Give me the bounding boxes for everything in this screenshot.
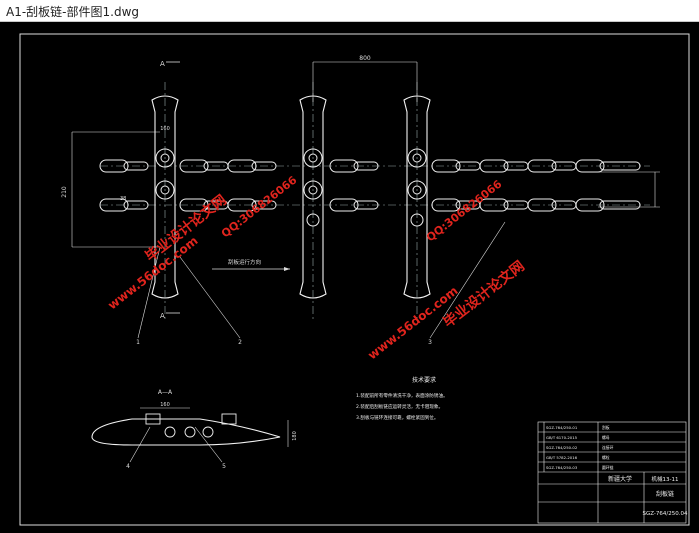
window-titlebar: A1-刮板链-部件图1.dwg xyxy=(0,0,699,22)
flow-arrow-icon xyxy=(284,267,290,271)
tb-row-code: GB/T 6170-2015 xyxy=(546,435,578,440)
dim-section-width: 160 xyxy=(160,402,170,408)
section-mark-bottom: A xyxy=(160,312,165,320)
flow-direction-label: 刮板运行方向 xyxy=(228,258,261,266)
tech-req-title: 技术要求 xyxy=(412,376,436,384)
tb-row-name: 螺栓 xyxy=(602,455,610,460)
chain-row-lower xyxy=(99,198,641,212)
title-block-rows: SGZ-764/250-01 刮板 GB/T 6170-2015 螺母 SGZ-… xyxy=(546,425,614,470)
dim-pitch: 800 xyxy=(359,55,371,62)
dim-plate: 160 xyxy=(160,126,170,132)
section-view-bolts xyxy=(145,413,237,438)
scraper-plate-3 xyxy=(403,95,431,299)
balloon-5: 5 xyxy=(222,463,226,470)
balloon-2: 2 xyxy=(238,339,242,346)
tb-part-name: 刮板链 xyxy=(656,490,674,498)
window-title: A1-刮板链-部件图1.dwg xyxy=(6,5,140,19)
tb-row-name: 连接环 xyxy=(602,445,614,450)
tech-req-item-2: 2.装配后刮板链应运转灵活，无卡阻现象。 xyxy=(356,403,443,410)
tb-row-code: SGZ-764/250-01 xyxy=(546,425,578,430)
drawing-frame xyxy=(19,33,690,526)
balloon-3: 3 xyxy=(428,339,432,346)
scraper-plates xyxy=(151,95,431,299)
bolt-hubs xyxy=(155,148,427,227)
tb-row-code: SGZ-764/250-02 xyxy=(546,445,578,450)
tb-row-name: 螺母 xyxy=(602,435,610,440)
dim-section-height: 180 xyxy=(292,431,298,441)
title-block xyxy=(537,421,687,524)
drawing-svg: 800 210 160 38 A A xyxy=(19,33,690,526)
balloon-1: 1 xyxy=(136,339,140,346)
balloon-4: 4 xyxy=(126,463,130,470)
section-mark-top: A xyxy=(160,60,165,68)
chain-row-upper xyxy=(99,159,641,173)
tech-req-item-1: 1.装配前所有零件清洗干净，表面涂防锈油。 xyxy=(356,392,448,399)
center-lines xyxy=(100,82,650,322)
tb-row-code: GB/T 5782-2016 xyxy=(546,455,578,460)
dimension-lines xyxy=(71,61,660,248)
tb-row-code: SGZ-764/250-03 xyxy=(546,465,578,470)
tb-class: 机械13-11 xyxy=(652,475,679,483)
tb-row-name: 圆环链 xyxy=(602,465,614,470)
scraper-plate-1 xyxy=(151,95,179,299)
section-view-title: A—A xyxy=(158,389,173,396)
leader-lines xyxy=(129,221,506,463)
cad-drawing-canvas[interactable]: 800 210 160 38 A A xyxy=(0,22,699,529)
tb-drawing-no: SGZ-764/250.04 xyxy=(642,511,688,517)
section-view-profile xyxy=(91,418,281,446)
tb-school: 新疆大学 xyxy=(608,475,632,483)
tb-row-name: 刮板 xyxy=(602,425,610,430)
dim-width: 210 xyxy=(61,186,68,198)
watermark-qq: QQ:306826066 xyxy=(219,173,300,240)
scraper-plate-2 xyxy=(299,95,327,299)
tech-req-item-3: 3.刮板与链环连接可靠，螺栓紧固到位。 xyxy=(356,414,438,421)
